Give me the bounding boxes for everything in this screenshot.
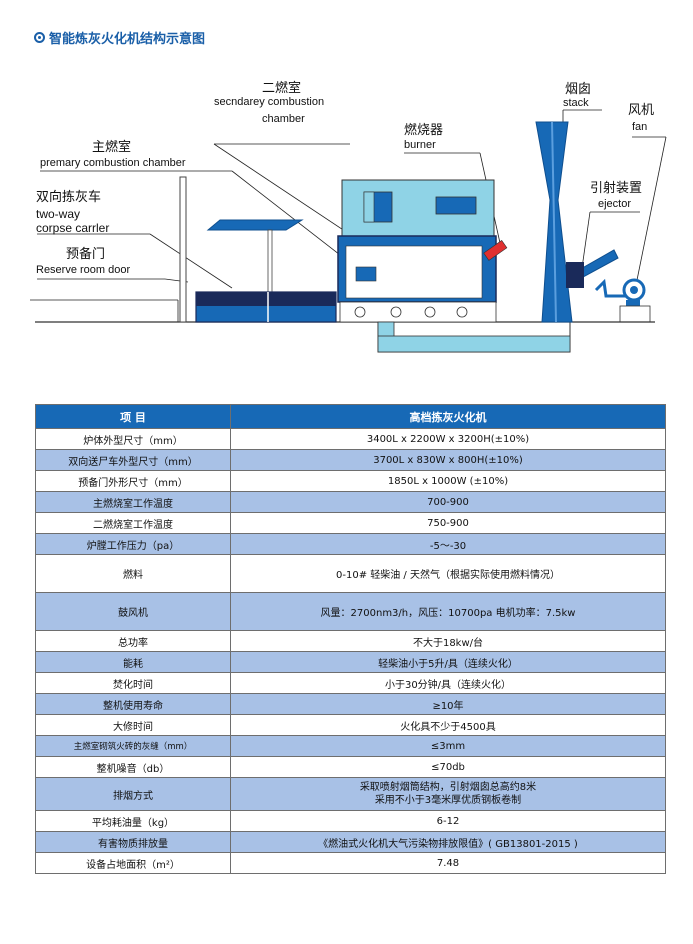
circle-bullet-icon xyxy=(34,32,45,43)
table-row: 主燃室砌筑火砖的灰缝（mm）≤3mm xyxy=(35,735,666,757)
fan-label-cn: 风机 xyxy=(628,102,655,117)
table-row: 预备门外形尺寸（mm）1850L x 1000W (±10%) xyxy=(35,470,666,492)
table-row: 排烟方式 采取喷射烟筒结构，引射烟囱总高约8米 采用不小于3毫米厚优质钢板卷制 xyxy=(35,777,666,811)
secondary-chamber-label-en-2: chamber xyxy=(262,113,305,125)
ejector-label-en: ejector xyxy=(598,198,632,210)
table-row: 能耗轻柴油小于5升/具（连续火化） xyxy=(35,651,666,673)
table-row: 整机使用寿命≥10年 xyxy=(35,693,666,715)
carrier-label-en: two-way xyxy=(36,207,81,221)
table-row: 整机噪音（db）≤70db xyxy=(35,756,666,778)
table-row: 焚化时间小于30分钟/具（连续火化） xyxy=(35,672,666,694)
carrier-label-en-2: corpse carrler xyxy=(36,221,110,235)
fan-label-en: fan xyxy=(632,121,648,133)
burner-label-cn: 燃烧器 xyxy=(404,122,444,137)
secondary-chamber-label-cn: 二燃室 xyxy=(262,80,302,95)
header-model: 高档拣灰火化机 xyxy=(230,404,666,429)
smoke-exhaust-line-1: 采取喷射烟筒结构，引射烟囱总高约8米 xyxy=(359,782,537,793)
ejector-label-cn: 引射装置 xyxy=(590,180,643,195)
table-row: 鼓风机风量：2700nm3/h，风压：10700pa 电机功率：7.5kw xyxy=(35,592,666,631)
section-heading: 智能炼灰火化机结构示意图 xyxy=(34,28,205,47)
table-header-row: 项 目 高档拣灰火化机 xyxy=(35,404,666,429)
carrier-label-cn: 双向拣灰车 xyxy=(36,189,102,204)
table-row: 大修时间火化具不少于4500具 xyxy=(35,714,666,736)
spec-table: 项 目 高档拣灰火化机 炉体外型尺寸（mm）3400L x 2200W x 32… xyxy=(35,404,666,874)
smoke-exhaust-line-2: 采用不小于3毫米厚优质钢板卷制 xyxy=(374,795,522,806)
primary-chamber-label-en: premary combustion chamber xyxy=(40,157,186,169)
stack-label-cn: 烟囱 xyxy=(565,81,592,96)
table-row: 设备占地面积（m²）7.48 xyxy=(35,852,666,874)
header-item: 项 目 xyxy=(35,404,231,429)
table-row: 平均耗油量（kg）6-12 xyxy=(35,810,666,832)
table-row: 总功率不大于18kw/台 xyxy=(35,630,666,652)
primary-chamber-label-cn: 主燃室 xyxy=(92,139,132,154)
heading-text: 智能炼灰火化机结构示意图 xyxy=(49,32,206,47)
burner-label-en: burner xyxy=(404,139,436,151)
table-row: 炉体外型尺寸（mm）3400L x 2200W x 3200H(±10%) xyxy=(35,428,666,450)
reserve-door-label-cn: 预备门 xyxy=(66,246,106,261)
table-row: 有害物质排放量《燃油式火化机大气污染物排放限值》( GB13801-2015 ) xyxy=(35,831,666,853)
secondary-chamber-label-en: secndarey combustion xyxy=(214,96,325,108)
structure-diagram xyxy=(30,109,667,353)
table-row: 炉膛工作压力（pa）-5～-30 xyxy=(35,533,666,555)
table-row: 双向送尸车外型尺寸（mm）3700L x 830W x 800H(±10%) xyxy=(35,449,666,471)
reserve-door-label-en: Reserve room door xyxy=(36,264,131,276)
stack-label-en: stack xyxy=(563,97,589,109)
